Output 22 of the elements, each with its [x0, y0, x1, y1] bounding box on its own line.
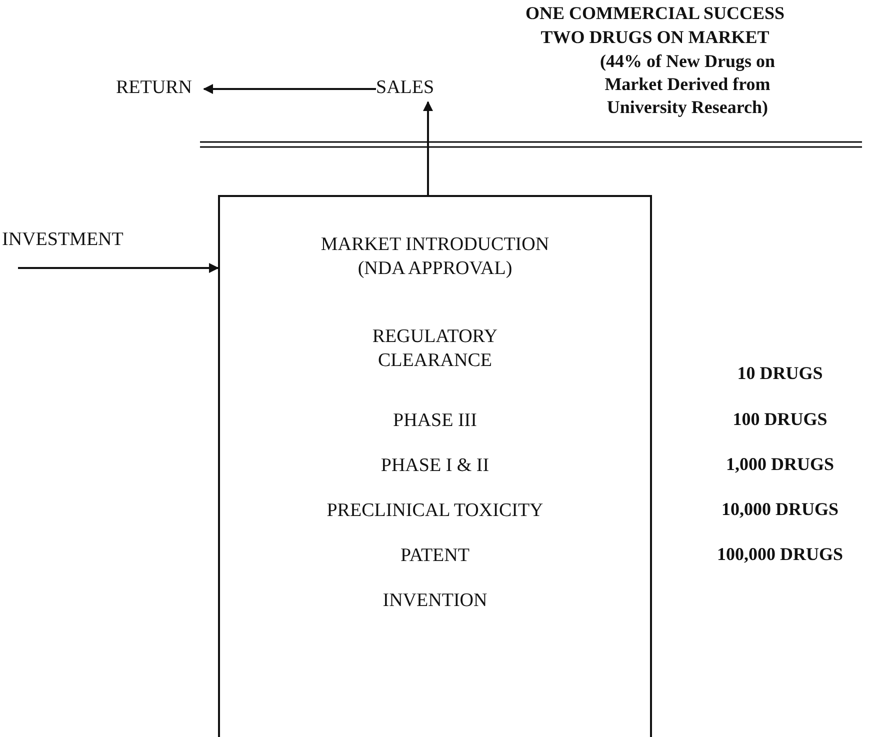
stage-label: REGULATORY CLEARANCE [371, 325, 499, 373]
count-label: 10,000 DRUGS [720, 498, 840, 521]
stage-label: PRECLINICAL TOXICITY [326, 499, 544, 523]
heading-note: ONE COMMERCIAL SUCCESS [524, 2, 786, 25]
count-label: 100,000 DRUGS [716, 543, 844, 566]
arrow [203, 84, 376, 94]
stage-label: PHASE III [392, 409, 478, 433]
count-label: 1,000 DRUGS [724, 453, 835, 476]
count-label: 10 DRUGS [736, 362, 824, 385]
flow-label: RETURN [116, 76, 204, 102]
stage-label: MARKET INTRODUCTION (NDA APPROVAL) [320, 233, 550, 281]
flow-label: INVESTMENT [2, 228, 124, 274]
arrow [18, 263, 219, 273]
stage-label: INVENTION [382, 589, 488, 613]
stage-label: PATENT [400, 544, 470, 568]
stage-label: PHASE I & II [380, 454, 490, 478]
heading-note: TWO DRUGS ON MARKET [540, 26, 770, 49]
heading-note: (44% of New Drugs on Market Derived from University Research) [599, 50, 776, 119]
count-label: 100 DRUGS [732, 408, 828, 431]
arrow [423, 101, 433, 195]
flow-label: SALES [376, 76, 444, 102]
stage-box [218, 195, 652, 737]
